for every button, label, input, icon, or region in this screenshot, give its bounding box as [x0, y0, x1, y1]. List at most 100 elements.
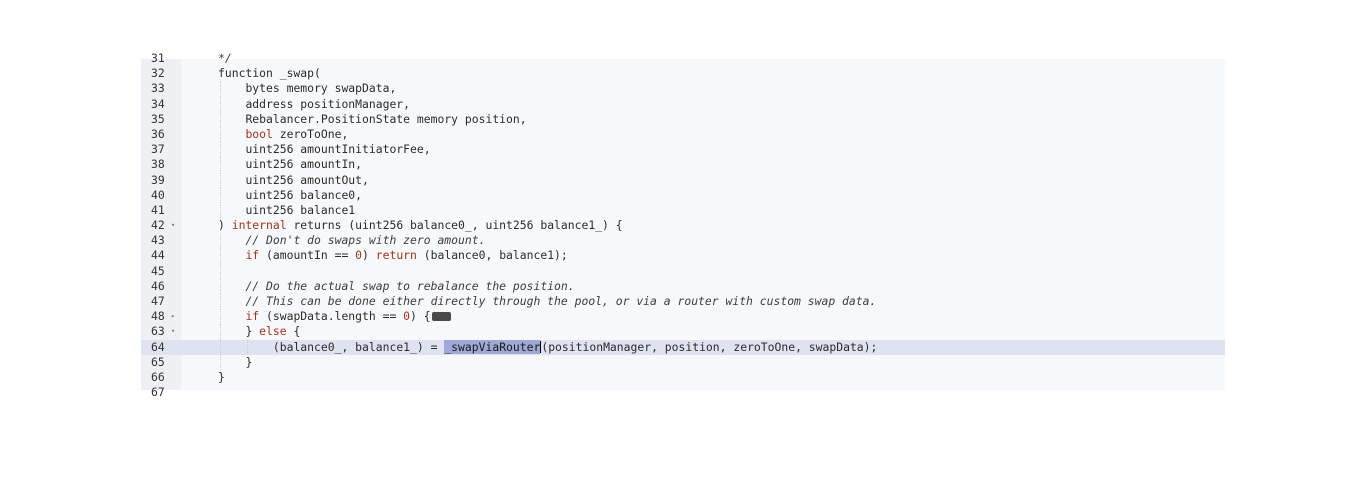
code-line[interactable]: 65} [141, 354, 1225, 370]
code-line[interactable]: 31 */ [141, 51, 1225, 66]
code-line[interactable]: 35 Rebalancer.PositionState memory positi… [141, 111, 1225, 127]
code-line[interactable]: 48▸if (swapData.length == 0) { [141, 309, 1225, 325]
indent-guide [220, 126, 221, 143]
code-line[interactable]: 67 [141, 385, 1225, 400]
code-line[interactable]: 43 // Don't do swaps with zero amount. [141, 233, 1225, 249]
code-text[interactable]: ) internal returns (uint256 balance0_, u… [218, 218, 623, 233]
line-number: 67 [151, 385, 165, 400]
code-token: if [245, 248, 260, 263]
indent-guide [220, 324, 221, 340]
code-text[interactable]: function _swap( [218, 66, 321, 81]
code-line[interactable]: 36 bool zeroToOne, [141, 126, 1225, 143]
code-token: ) { [410, 309, 431, 324]
line-number: 33 [151, 81, 165, 96]
code-token: uint256 balance1 [245, 202, 356, 217]
code-line[interactable]: 41 uint256 balance1 [141, 202, 1225, 219]
line-number: 43 [151, 233, 165, 248]
indent-guide [220, 248, 221, 264]
code-token: 0 [403, 309, 411, 324]
code-line[interactable]: 33 bytes memory swapData, [141, 81, 1225, 97]
line-number: 38 [151, 157, 165, 172]
code-line[interactable]: 66} [141, 370, 1225, 385]
code-text[interactable]: // This can be done either directly thro… [245, 294, 876, 309]
indent-guide [220, 81, 221, 97]
indent-guide [220, 157, 221, 173]
code-token: } [218, 369, 225, 384]
code-line[interactable]: 38 uint256 amountIn, [141, 157, 1225, 173]
line-number: 41 [151, 202, 165, 217]
line-number: 36 [151, 126, 165, 141]
code-text[interactable]: // Don't do swaps with zero amount. [245, 233, 485, 248]
line-number: 34 [151, 96, 165, 111]
code-token: } [245, 354, 253, 369]
code-line[interactable]: 47// This can be done either directly th… [141, 294, 1225, 310]
code-line[interactable]: 64 (balance0_, balance1_) = _swapViaRoute… [141, 339, 1225, 355]
indent-guide [220, 142, 221, 158]
code-text[interactable]: uint256 balance0, [245, 188, 362, 203]
code-comment: // Do the actual swap to rebalance the p… [245, 278, 575, 293]
code-text[interactable]: address positionManager, [245, 97, 410, 112]
fold-open-icon[interactable]: ▾ [171, 327, 176, 336]
code-line[interactable]: 44 if (amountIn == 0) return (balance0, b… [141, 248, 1225, 264]
folded-block-indicator[interactable] [431, 312, 451, 322]
code-token: 0 [355, 248, 363, 263]
code-token: function _swap( [218, 66, 321, 81]
indent-guide [220, 294, 221, 310]
code-token: } [245, 324, 260, 339]
code-token: bool [245, 126, 273, 141]
code-token: internal [231, 218, 287, 233]
code-text[interactable]: } [245, 355, 252, 370]
code-line[interactable]: 45 [141, 263, 1225, 279]
code-text[interactable]: } else { [245, 324, 300, 339]
code-text[interactable]: uint256 amountOut, [245, 173, 368, 188]
code-line[interactable]: 34 address positionManager, [141, 96, 1225, 112]
code-token: if [245, 309, 260, 324]
code-line[interactable]: 63▾} else { [141, 324, 1225, 340]
code-text[interactable]: uint256 amountIn, [245, 157, 362, 172]
code-text[interactable]: uint256 balance1 [245, 203, 355, 218]
code-token: ) [218, 218, 232, 233]
code-text[interactable]: if (amountIn == 0) return (balance0, bal… [245, 248, 567, 263]
code-line[interactable]: 42▾) internal returns (uint256 balance0_… [141, 218, 1225, 233]
indent-guide [220, 233, 221, 249]
code-token: returns (uint256 balance0_, uint256 bala… [286, 218, 623, 233]
code-token: uint256 amountOut, [245, 172, 369, 187]
line-number: 44 [151, 248, 165, 263]
code-token: (amountIn == [259, 248, 356, 263]
line-number: 35 [151, 111, 165, 126]
code-text[interactable]: bool zeroToOne, [245, 127, 348, 142]
line-number: 31 [151, 51, 165, 65]
code-token: (balance0, balance1); [416, 248, 568, 263]
code-token: uint256 amountInitiatorFee, [245, 142, 431, 157]
code-text[interactable]: } [218, 370, 225, 385]
indent-guide [220, 187, 221, 203]
code-token: Rebalancer.PositionState memory position… [245, 111, 527, 126]
text-cursor [540, 340, 542, 353]
line-number: 64 [151, 339, 165, 354]
code-token: ) [362, 248, 376, 263]
line-number: 46 [151, 278, 165, 293]
code-text[interactable]: uint256 amountInitiatorFee, [245, 142, 430, 157]
fold-open-icon[interactable]: ▾ [171, 221, 176, 230]
indent-guide [220, 354, 221, 370]
code-text[interactable]: Rebalancer.PositionState memory position… [245, 112, 526, 127]
code-text[interactable]: bytes memory swapData, [245, 81, 396, 96]
code-token: { [286, 324, 301, 339]
code-text[interactable]: */ [218, 51, 232, 66]
code-text[interactable]: // Do the actual swap to rebalance the p… [245, 279, 574, 294]
code-text[interactable]: (balance0_, balance1_) = _swapViaRouter(… [273, 339, 877, 355]
code-line[interactable]: 46 // Do the actual swap to rebalance the… [141, 278, 1225, 294]
code-text[interactable]: if (swapData.length == 0) { [245, 309, 451, 324]
code-line[interactable]: 40 uint256 balance0, [141, 187, 1225, 203]
line-number: 40 [151, 187, 165, 202]
indent-guide [220, 309, 221, 325]
indent-guide [220, 339, 221, 355]
indent-guide [220, 202, 221, 219]
fold-closed-icon[interactable]: ▸ [171, 312, 176, 321]
line-number: 65 [151, 354, 165, 369]
